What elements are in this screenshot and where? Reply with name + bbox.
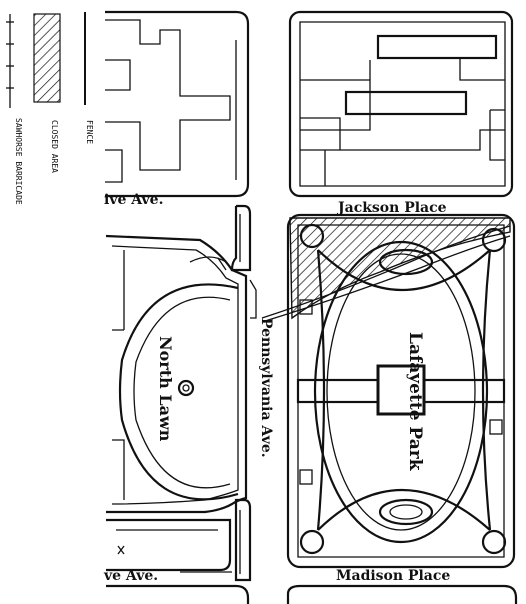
white-house-top-block: [105, 10, 250, 198]
closed-area-swatch-icon: [33, 13, 61, 103]
north-lawn: [105, 234, 248, 514]
street-label-jackson-place: Jackson Place: [336, 200, 447, 216]
legend-label-closed-area: CLOSED AREA: [50, 120, 59, 173]
map-legend: SAWHORSE BARRICADE CLOSED AREA FENCE: [6, 12, 94, 205]
pennsylvania-ave-islands: [230, 204, 257, 582]
street-label-pennsylvania-ave: Pennsylvania Ave.: [258, 318, 274, 458]
area-label-north-lawn: North Lawn: [156, 336, 175, 442]
street-label-madison-place: Madison Place: [336, 568, 450, 584]
jackson-place-block: [288, 10, 514, 198]
street-label-ave-bottom: ve Ave.: [103, 568, 158, 584]
legend-label-fence: FENCE: [85, 120, 94, 144]
bottom-blocks: [106, 518, 518, 604]
barricade-symbol-icon: [6, 14, 14, 108]
area-label-lafayette-park: Lafayette Park: [405, 332, 425, 472]
street-label-ave-top: ive Ave.: [104, 192, 163, 208]
legend-label-barricade: SAWHORSE BARRICADE: [14, 118, 23, 205]
lafayette-park: [261, 213, 516, 569]
